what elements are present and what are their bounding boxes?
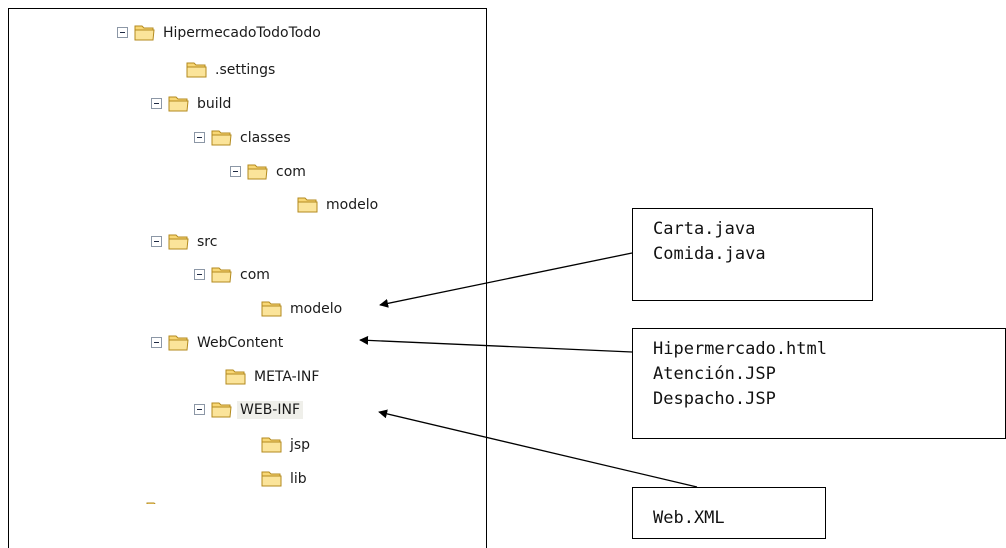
note-line: Atención.JSP — [653, 364, 776, 384]
tree-item-label: .settings — [215, 62, 276, 78]
folder-open-icon — [134, 25, 155, 41]
tree-item-label: modelo — [290, 301, 343, 317]
folder-open-icon — [168, 335, 189, 351]
collapse-minus-icon[interactable] — [194, 269, 205, 280]
folder-open-icon — [168, 96, 189, 112]
folder-open-icon — [211, 402, 232, 418]
collapse-minus-icon[interactable] — [117, 27, 128, 38]
tree-item-label: src — [197, 234, 218, 250]
collapse-minus-icon[interactable] — [151, 98, 162, 109]
note-src-modelo: Carta.java Comida.java — [632, 208, 873, 301]
arrow-to-web-inf — [378, 409, 698, 488]
tree-item-label-selected: WEB-INF — [237, 401, 303, 419]
tree-item-label: jsp — [290, 437, 311, 453]
folder-icon — [261, 301, 282, 317]
folder-open-icon — [168, 234, 189, 250]
tree-item-label: modelo — [326, 197, 379, 213]
tree-item-label: WebContent — [197, 335, 284, 351]
tree-item-label: com — [240, 267, 270, 283]
tree-item-label: HipermecadoTodoTodo — [163, 25, 321, 41]
folder-open-icon — [211, 267, 232, 283]
collapse-minus-icon[interactable] — [151, 337, 162, 348]
collapse-minus-icon[interactable] — [194, 132, 205, 143]
tree-item-label: com — [276, 164, 306, 180]
tree-item-clipped — [146, 500, 376, 504]
note-line: Web.XML — [653, 508, 725, 528]
folder-open-icon — [211, 130, 232, 146]
collapse-minus-icon[interactable] — [194, 404, 205, 415]
collapse-minus-icon[interactable] — [230, 166, 241, 177]
note-line: Despacho.JSP — [653, 389, 776, 409]
tree-item-label: lib — [290, 471, 307, 487]
folder-icon — [186, 62, 207, 78]
note-webcontent: Hipermercado.html Atención.JSP Despacho.… — [632, 328, 1006, 439]
folder-icon — [146, 502, 156, 504]
arrow-to-webcontent — [359, 335, 633, 353]
folder-icon — [261, 471, 282, 487]
folder-icon — [297, 197, 318, 213]
folder-icon — [225, 369, 246, 385]
collapse-minus-icon[interactable] — [151, 236, 162, 247]
folder-open-icon — [247, 164, 268, 180]
tree-item-label: build — [197, 96, 232, 112]
arrow-to-src-modelo — [379, 252, 633, 308]
note-line: Carta.java — [653, 219, 756, 239]
project-tree-panel: HipermecadoTodoTodo .settings build clas… — [8, 8, 487, 548]
note-line: Hipermercado.html — [653, 339, 827, 359]
tree-item-label: META-INF — [254, 369, 320, 385]
folder-icon — [261, 437, 282, 453]
note-line: Comida.java — [653, 244, 766, 264]
tree-item-label: classes — [240, 130, 291, 146]
